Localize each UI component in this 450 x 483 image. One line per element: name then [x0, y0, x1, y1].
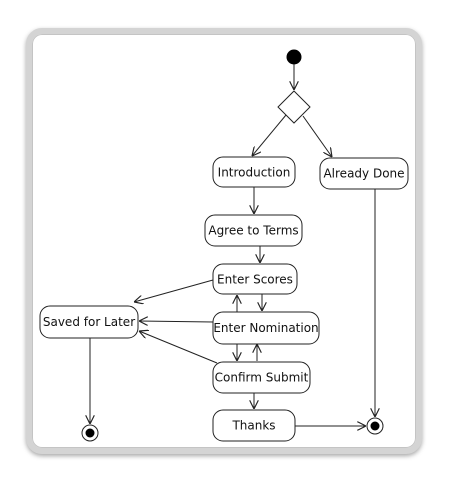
activity-enter-scores: Enter Scores: [212, 263, 298, 295]
edge-decision-to-introduction: [252, 114, 287, 156]
activity-saved-for-later-label: Saved for Later: [43, 315, 135, 329]
activity-introduction: Introduction: [212, 156, 296, 188]
activity-already-done-label: Already Done: [323, 167, 404, 181]
activity-enter-nomination: Enter Nomination: [212, 311, 320, 345]
activity-confirm-submit: Confirm Submit: [212, 361, 311, 394]
initial-node: [286, 49, 302, 65]
edge-decision-to-already-done: [302, 115, 332, 157]
edge-scores-to-saved: [134, 279, 214, 302]
activity-thanks: Thanks: [212, 409, 296, 442]
activity-agree-to-terms: Agree to Terms: [204, 214, 303, 247]
edge-nomination-to-saved: [139, 321, 214, 322]
activity-already-done: Already Done: [319, 157, 409, 190]
edge-confirm-to-saved: [139, 331, 218, 364]
activity-thanks-label: Thanks: [231, 419, 275, 433]
activity-agree-to-terms-label: Agree to Terms: [208, 224, 298, 238]
final-node-saved: [81, 424, 99, 442]
activity-enter-scores-label: Enter Scores: [217, 273, 293, 287]
activity-enter-nomination-label: Enter Nomination: [213, 321, 318, 335]
activity-confirm-submit-label: Confirm Submit: [215, 371, 309, 385]
final-node-complete: [366, 417, 384, 435]
edges: [90, 64, 375, 426]
activity-saved-for-later: Saved for Later: [39, 305, 139, 339]
activity-introduction-label: Introduction: [218, 166, 291, 180]
